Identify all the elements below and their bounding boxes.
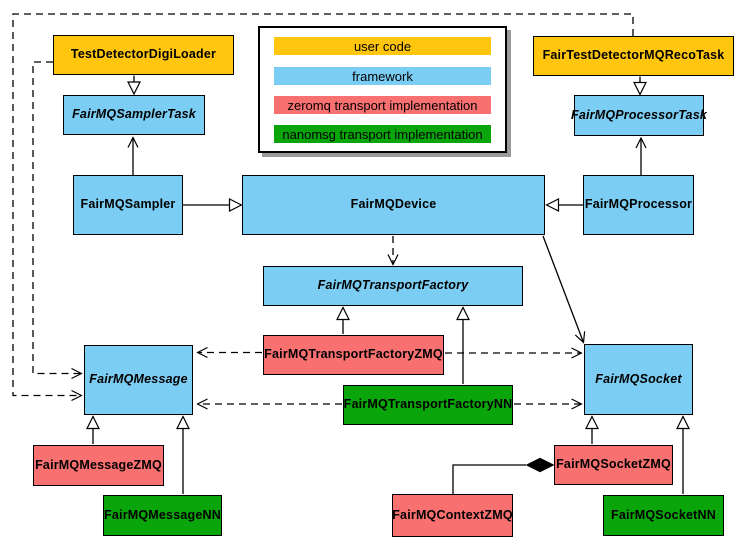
class-box-fairmqtransportfactory: FairMQTransportFactory [263, 266, 523, 306]
class-box-fairmqsampler: FairMQSampler [73, 175, 183, 235]
legend-item-framework: framework [274, 67, 491, 85]
class-box-fairmqcontextzmq: FairMQContextZMQ [392, 494, 513, 537]
legend: user code framework zeromq transport imp… [258, 26, 507, 153]
class-box-fairmqdevice: FairMQDevice [242, 175, 545, 235]
class-box-fairmqmessage: FairMQMessage [84, 345, 193, 415]
class-box-fairmqsocket: FairMQSocket [584, 344, 693, 415]
class-box-fairmqsamplertask: FairMQSamplerTask [63, 95, 205, 135]
composition-diamond [525, 457, 555, 473]
edge-device-socket-association [542, 235, 584, 343]
class-box-fairmqsocketzmq: FairMQSocketZMQ [554, 445, 673, 485]
class-box-fairmqprocessor: FairMQProcessor [583, 175, 694, 235]
class-box-fairmqsocketnn: FairMQSocketNN [603, 495, 724, 536]
legend-item-nanomsg: nanomsg transport implementation [274, 125, 491, 143]
legend-item-user-code: user code [274, 37, 491, 55]
class-box-testdetectordigiloader: TestDetectorDigiLoader [53, 35, 234, 75]
class-box-fairmqmessagezmq: FairMQMessageZMQ [33, 445, 164, 486]
legend-item-zeromq: zeromq transport implementation [274, 96, 491, 114]
class-box-fairtestdetectormqrecotask: FairTestDetectorMQRecoTask [533, 36, 734, 76]
class-box-fairmqmessagenn: FairMQMessageNN [103, 495, 222, 536]
class-box-fairmqtransportfactorynn: FairMQTransportFactoryNN [343, 385, 513, 425]
class-box-fairmqtransportfactoryzmq: FairMQTransportFactoryZMQ [263, 335, 444, 375]
class-box-fairmqprocessortask: FairMQProcessorTask [571, 95, 707, 136]
edge-contextzmq-socketzmq-composition [452, 464, 526, 494]
